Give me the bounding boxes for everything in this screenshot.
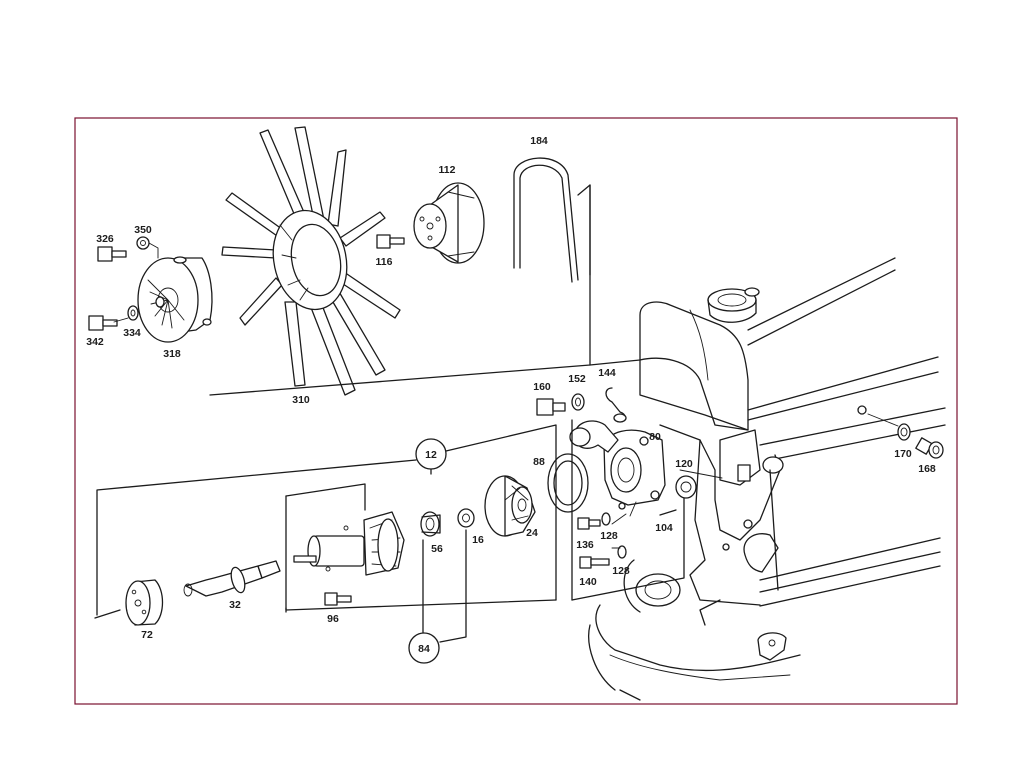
label-128b: 128	[612, 565, 630, 577]
washer-128b	[617, 545, 627, 559]
label-112: 112	[439, 164, 456, 176]
fan-clutch	[137, 256, 213, 343]
label-72: 72	[141, 629, 153, 641]
hub-72	[125, 579, 164, 626]
engine-block	[588, 257, 946, 701]
label-24: 24	[526, 527, 538, 539]
washer-334	[127, 305, 139, 321]
bolt-116	[376, 234, 405, 249]
label-170: 170	[894, 448, 912, 460]
bolt-140	[579, 556, 610, 569]
gasket-120	[675, 475, 697, 499]
pump-shaft-assembly	[293, 511, 405, 576]
label-334: 334	[123, 327, 141, 339]
label-342: 342	[86, 336, 104, 348]
label-96: 96	[327, 613, 339, 625]
label-128a: 128	[600, 530, 618, 542]
ring-16	[457, 508, 475, 528]
callout-labels: 184 112 326 350 116 342 334 318 310 160 …	[86, 135, 936, 655]
label-350: 350	[134, 224, 152, 236]
label-152: 152	[568, 373, 586, 385]
washer-152	[571, 393, 585, 411]
label-140: 140	[579, 576, 597, 588]
label-326: 326	[96, 233, 114, 245]
washer-170	[897, 423, 911, 441]
label-116: 116	[376, 256, 393, 268]
pump-housing-80	[569, 420, 666, 510]
label-80: 80	[649, 431, 661, 443]
impeller-24	[484, 475, 536, 537]
clip-144	[605, 387, 627, 423]
bolt-136	[577, 517, 601, 530]
bolt-160	[536, 398, 566, 416]
label-84: 84	[418, 643, 430, 655]
label-144: 144	[598, 367, 616, 379]
label-184: 184	[530, 135, 548, 147]
label-88: 88	[533, 456, 545, 468]
washer-128a	[601, 512, 611, 526]
label-56: 56	[431, 543, 443, 555]
label-120: 120	[675, 458, 693, 470]
seal-56	[420, 511, 441, 537]
label-16: 16	[472, 534, 484, 546]
fan-blade-assembly	[221, 126, 401, 396]
diagram-frame	[74, 117, 958, 705]
label-160: 160	[533, 381, 551, 393]
washer-350	[136, 236, 159, 259]
label-310: 310	[292, 394, 310, 406]
label-32: 32	[229, 599, 241, 611]
label-136: 136	[576, 539, 594, 551]
shaft-32	[183, 560, 281, 597]
v-belt-184	[513, 157, 591, 283]
label-318: 318	[163, 348, 181, 360]
callout-circle-12	[415, 438, 447, 470]
pin-104	[659, 509, 677, 516]
gasket-88	[547, 453, 589, 513]
bolt-326	[97, 246, 127, 262]
callout-circle-84	[408, 632, 440, 664]
leader-lines	[94, 184, 723, 643]
bolt-342	[88, 315, 118, 331]
bolt-96	[324, 592, 352, 606]
label-104: 104	[655, 522, 673, 534]
label-168: 168	[918, 463, 936, 475]
pulley-112	[413, 182, 485, 264]
plug-168	[915, 437, 944, 459]
label-12: 12	[425, 449, 437, 461]
